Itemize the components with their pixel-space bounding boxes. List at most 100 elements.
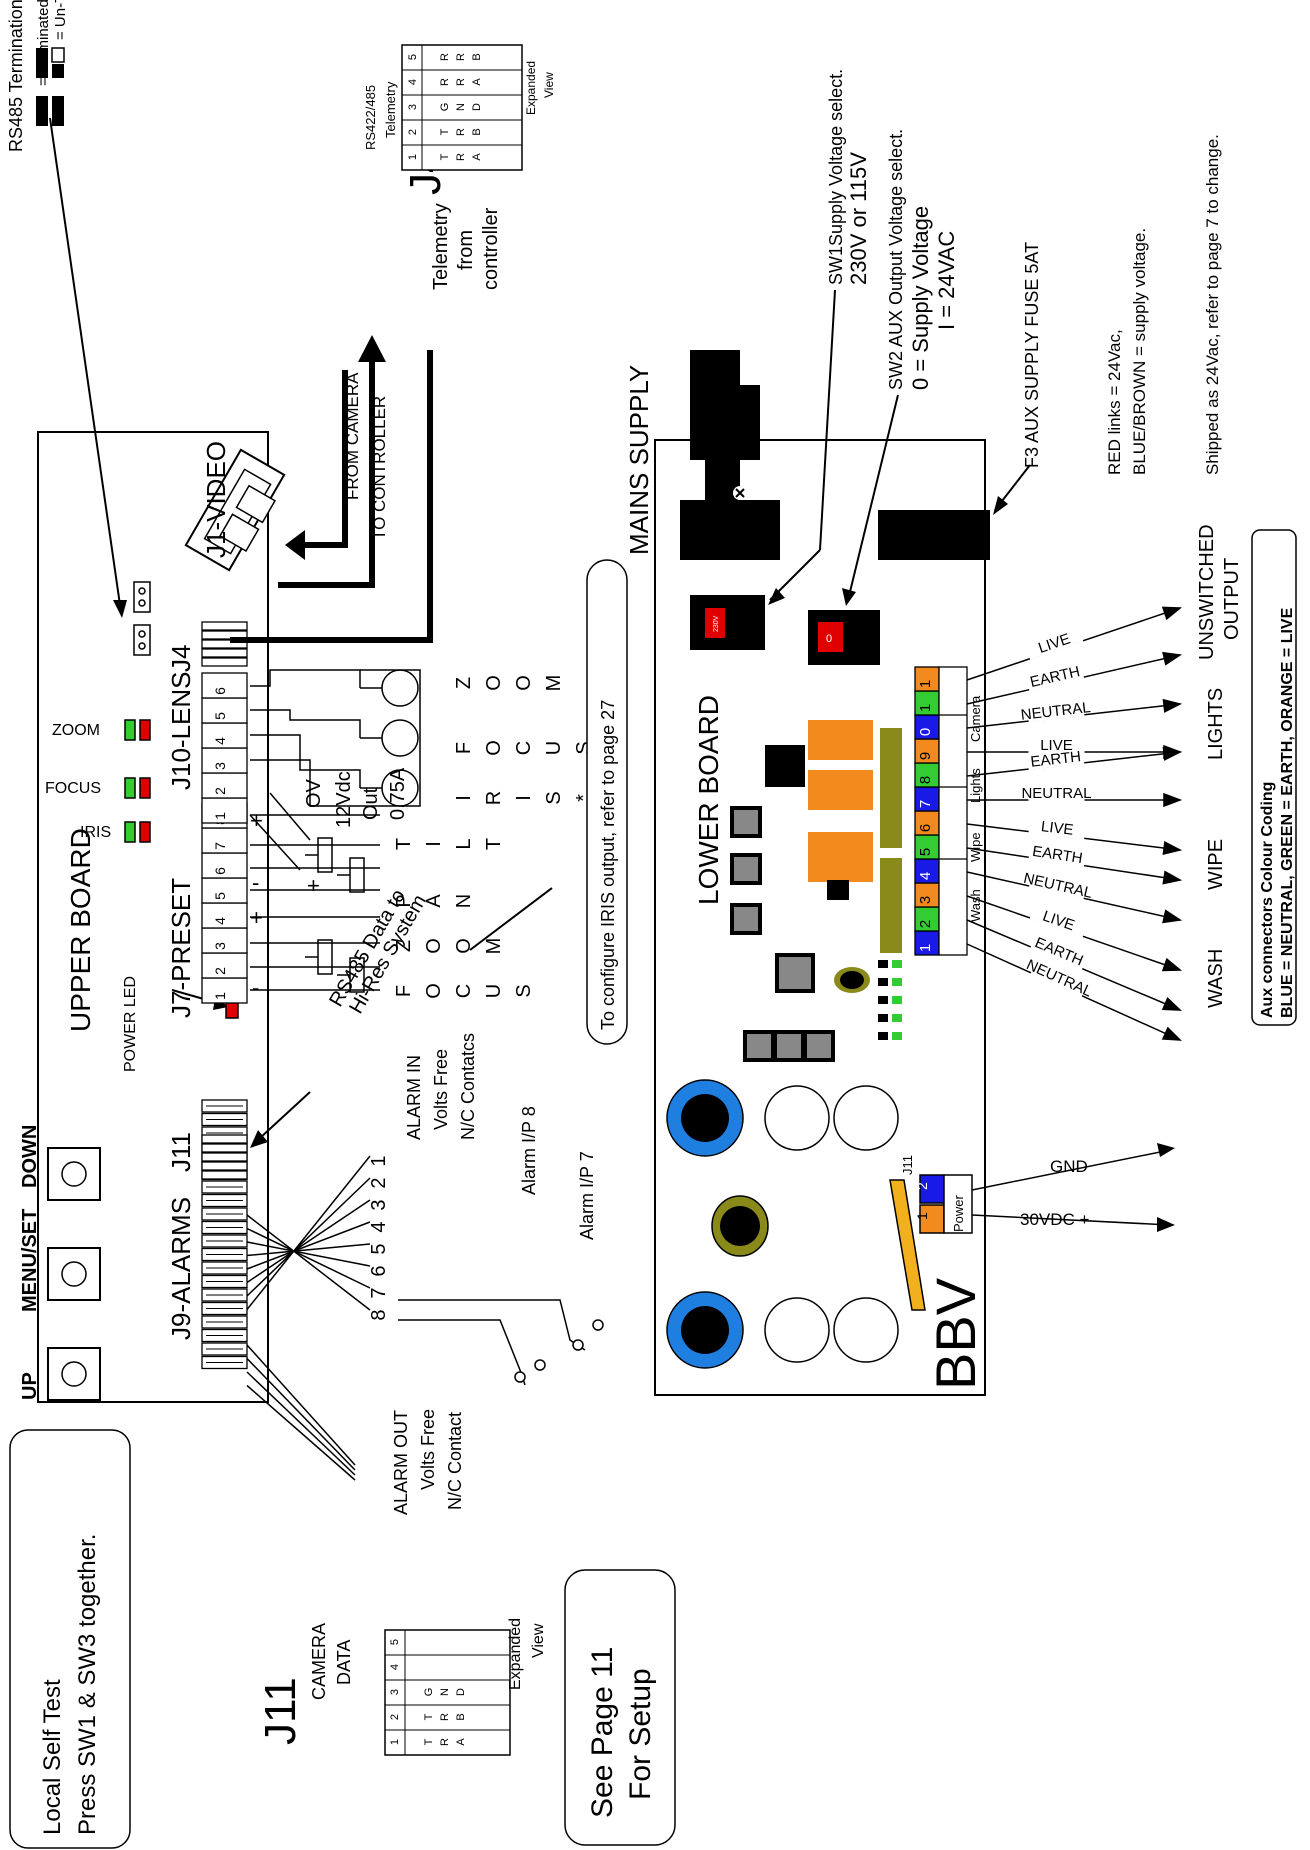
menu-set-button[interactable] (47, 1247, 101, 1301)
blue-brown-note: BLUE/BROWN = supply voltage. (1130, 228, 1149, 475)
see-page-box (564, 1569, 676, 1846)
camera-data-sub2: DATA (334, 1640, 354, 1685)
telemetry-label-a: Telemetry (430, 203, 452, 290)
output-wire-arrow (1162, 870, 1183, 885)
j4-table-letter: A (471, 78, 483, 86)
j11-pin (201, 1170, 248, 1180)
up-button[interactable] (47, 1347, 101, 1401)
camera-table-letter: T (423, 1738, 435, 1745)
j4-pin (201, 639, 248, 649)
j4-table-letter: G (439, 103, 451, 112)
aux-terminal-number: 8 (917, 776, 934, 784)
alarm-out-wire (246, 1344, 356, 1466)
preset-pin-number: 6 (212, 867, 228, 875)
alarm-out-wire (246, 1371, 356, 1476)
mains-supply-label: MAINS SUPPLY (624, 365, 654, 555)
preset-pin-number: 2 (212, 967, 228, 975)
rs485-term-label: RS485 Termination links (6, 0, 26, 152)
j4-table-number: 3 (407, 104, 419, 110)
output-wire-arrow (1163, 792, 1183, 808)
preset-letter: T (393, 838, 415, 850)
lens-letter: O (513, 675, 535, 691)
alarm-in-wire (246, 1214, 371, 1311)
lens-letter: U (543, 741, 565, 755)
preset-letter: I (423, 841, 445, 847)
aux-terminal-labels-frame (938, 666, 968, 956)
output-wire-label: LIVE (1040, 908, 1076, 935)
j4-table-letter: R (455, 128, 467, 136)
sw2-label-b: 0 = Supply Voltage (908, 206, 933, 390)
camera-table-number: 5 (389, 1639, 401, 1645)
aux-terminal-number: 6 (917, 824, 934, 832)
mains-connector[interactable] (680, 350, 780, 560)
j4-view-label: View (542, 72, 556, 98)
j1-video-connector (184, 448, 286, 572)
camera-table-letter: R (439, 1738, 451, 1746)
lens-pin (201, 747, 248, 774)
see-page-label-b: For Setup (624, 1668, 657, 1800)
alarm-out-nc: N/C Contact (445, 1412, 465, 1510)
lens-motors (360, 669, 419, 807)
term-link-terminated (36, 96, 64, 126)
alarm-in-wire (246, 1243, 371, 1257)
alarm-ip7: Alarm I/P 7 (577, 1151, 597, 1240)
colour-coding-title: Aux connectors Colour Coding (1259, 782, 1276, 1018)
j7-preset-label: J7-PRESET (166, 878, 196, 1018)
preset-letter: T (483, 838, 505, 850)
alarm-out-wire (246, 1384, 356, 1481)
j4-connector (201, 621, 248, 667)
self-test-label-b: Press SW1 & SW3 together. (74, 1534, 101, 1835)
down-button[interactable] (47, 1147, 101, 1201)
j11-upper-label: J11 (166, 1132, 196, 1172)
output-wire-arrow (1161, 957, 1183, 972)
upper-board-label: UPPER BOARD (65, 828, 96, 1032)
see-page-label-a: See Page 11 (586, 1647, 619, 1818)
j4-pin (201, 630, 248, 640)
unswitched-label-a: UNSWITCHED (1196, 524, 1218, 660)
output-wire-label-gap (1029, 916, 1084, 938)
preset-letter: S (513, 984, 535, 997)
aux-terminal-number: 1 (917, 704, 934, 712)
alarm-out-label: ALARM OUT (391, 1410, 411, 1515)
to-controller-label: TO CONTROLLER (370, 396, 389, 540)
j4-table-letter: A (471, 153, 483, 161)
lens-letter: C (513, 741, 535, 755)
camera-data-expanded: Expanded (507, 1618, 524, 1690)
sw2-symbol: 0 (826, 633, 832, 645)
j4-table-letter: R (455, 53, 467, 61)
alarm-ip8-wire (398, 1319, 526, 1386)
output-wire-label-gap (1028, 830, 1085, 840)
camera-data-view: View (530, 1623, 547, 1658)
shipped-note: Shipped as 24Vac, refer to page 7 to cha… (1203, 134, 1222, 475)
output-wire-label-gap (1028, 713, 1085, 723)
camera-table-letter: R (439, 1713, 451, 1721)
out-label: Out (360, 787, 382, 820)
alarm-ip7-wire (398, 1299, 586, 1351)
j4-table-letter: R (455, 78, 467, 86)
sw1-voltage-switch[interactable] (690, 595, 765, 650)
aux-terminal (914, 666, 940, 692)
round-components (764, 1085, 899, 1363)
output-wire-arrow (1162, 909, 1183, 924)
j10-lens-label: J10-LENS (166, 672, 196, 791)
preset-letter: P (393, 894, 415, 907)
alarm-contact (592, 1319, 604, 1331)
telemetry-label-c: controller (480, 207, 502, 290)
output-wire-arrow (1162, 698, 1183, 713)
sw2-aux-voltage-switch[interactable] (808, 610, 880, 665)
camera-data-title: J11 (256, 1677, 305, 1745)
lens-wiring (249, 669, 421, 871)
wash-label: WASH (1205, 949, 1227, 1008)
j11-pin (201, 1152, 248, 1162)
lower-board-outline (654, 439, 986, 1396)
alarm-in-wire (246, 1221, 371, 1270)
self-test-box (9, 1429, 131, 1849)
output-wire-label-gap (1028, 856, 1085, 867)
camera-term-label: Camera (968, 695, 983, 742)
preset-pin (201, 977, 248, 1004)
output-wire-label-gap (1028, 799, 1085, 801)
output-wire-label-gap (1028, 751, 1085, 753)
